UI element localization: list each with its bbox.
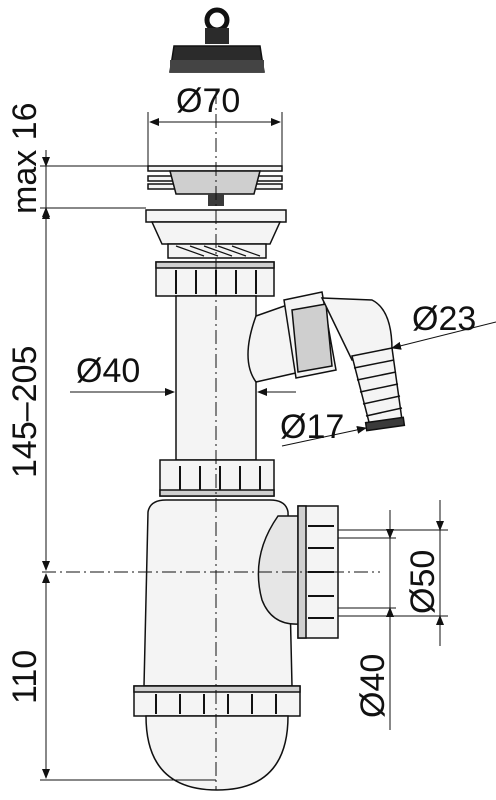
dim-stopper-diameter: Ø70 bbox=[176, 82, 240, 120]
dim-hose-inner-diameter: Ø17 bbox=[280, 408, 344, 446]
bottom-cup bbox=[133, 685, 301, 791]
hose-barb bbox=[351, 347, 406, 432]
dim-outlet-diameter: Ø50 bbox=[404, 550, 442, 614]
dim-pipe-diameter: Ø40 bbox=[76, 352, 140, 390]
dimension-lines bbox=[40, 112, 496, 781]
strainer-grid bbox=[147, 165, 283, 206]
middle-union-nut bbox=[159, 459, 275, 497]
dim-outlet-inner-diameter: Ø40 bbox=[354, 654, 392, 718]
upper-union-nut bbox=[155, 261, 275, 297]
stopper-plug-icon bbox=[169, 7, 265, 73]
dim-bottom-height: 110 bbox=[6, 650, 44, 704]
bottle-trap-body bbox=[143, 499, 301, 687]
drain-flange bbox=[145, 209, 287, 259]
hose-connector bbox=[247, 291, 406, 432]
dim-hose-outer-diameter: Ø23 bbox=[412, 300, 476, 338]
dim-max-height: max 16 bbox=[6, 103, 44, 215]
dim-height-range: 145–205 bbox=[6, 346, 44, 478]
